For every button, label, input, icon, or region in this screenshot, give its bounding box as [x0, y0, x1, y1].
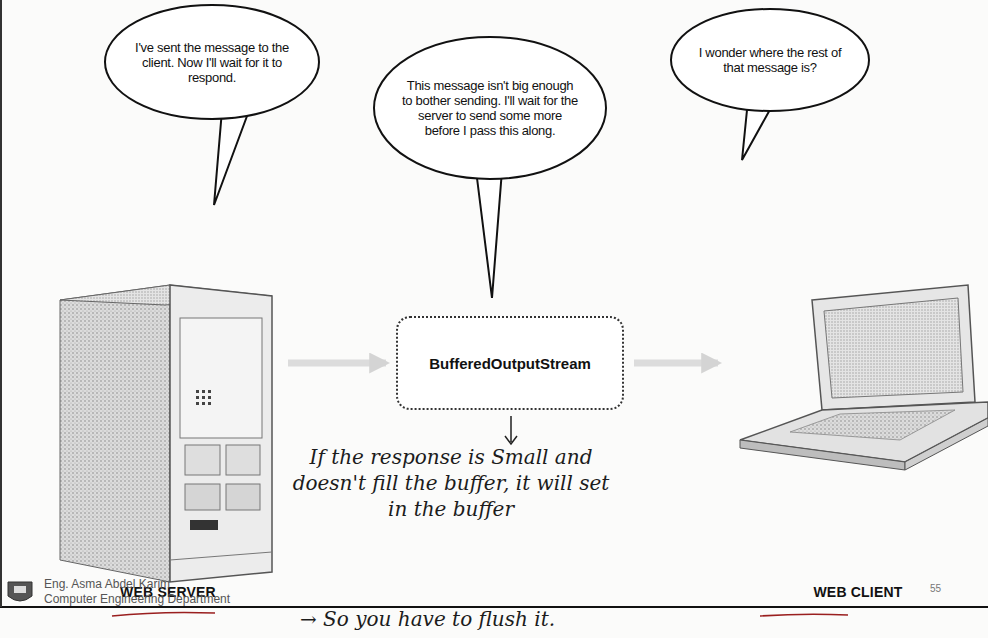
university-logo	[8, 582, 32, 601]
bubble-ellipse	[105, 5, 319, 119]
bubble-text: This message isn't big enough to bother …	[401, 78, 579, 138]
handwritten-note: → So you have to flush it.	[300, 606, 660, 632]
underline-mark	[760, 614, 848, 616]
department-name: Computer Engineering Department	[44, 592, 304, 606]
bubble-text: I've sent the message to the client. Now…	[128, 40, 296, 85]
slide-border	[0, 0, 2, 607]
server-illustration	[60, 285, 272, 582]
bubble-tail	[214, 108, 250, 205]
handwritten-arrow	[505, 416, 517, 444]
bubble-ellipse	[374, 37, 606, 179]
underline-mark	[112, 612, 215, 616]
speech-bubble: I've sent the message to the client. Now…	[104, 4, 320, 120]
box-title: BufferedOutputStream	[429, 355, 591, 372]
author-name: Eng. Asma Abdel Karim	[44, 577, 304, 591]
flow-arrow	[634, 360, 718, 367]
bubble-tail	[476, 170, 502, 298]
web-server-node: WEB SERVER	[58, 282, 278, 614]
laptop-illustration	[740, 285, 988, 470]
flow-arrow	[288, 360, 386, 367]
handwritten-note: If the response is Small and doesn't fil…	[286, 444, 616, 522]
figure-label: WEB CLIENT	[813, 584, 902, 600]
web-client-node: WEB CLIENT	[728, 282, 988, 614]
buffer-box: BufferedOutputStream	[396, 316, 624, 410]
speech-bubble: I wonder where the rest of that message …	[670, 8, 870, 112]
speech-bubble: This message isn't big enough to bother …	[373, 36, 607, 180]
slide-number: 55	[930, 583, 960, 594]
bubble-text: I wonder where the rest of that message …	[695, 45, 845, 75]
bubble-ellipse	[671, 9, 869, 111]
